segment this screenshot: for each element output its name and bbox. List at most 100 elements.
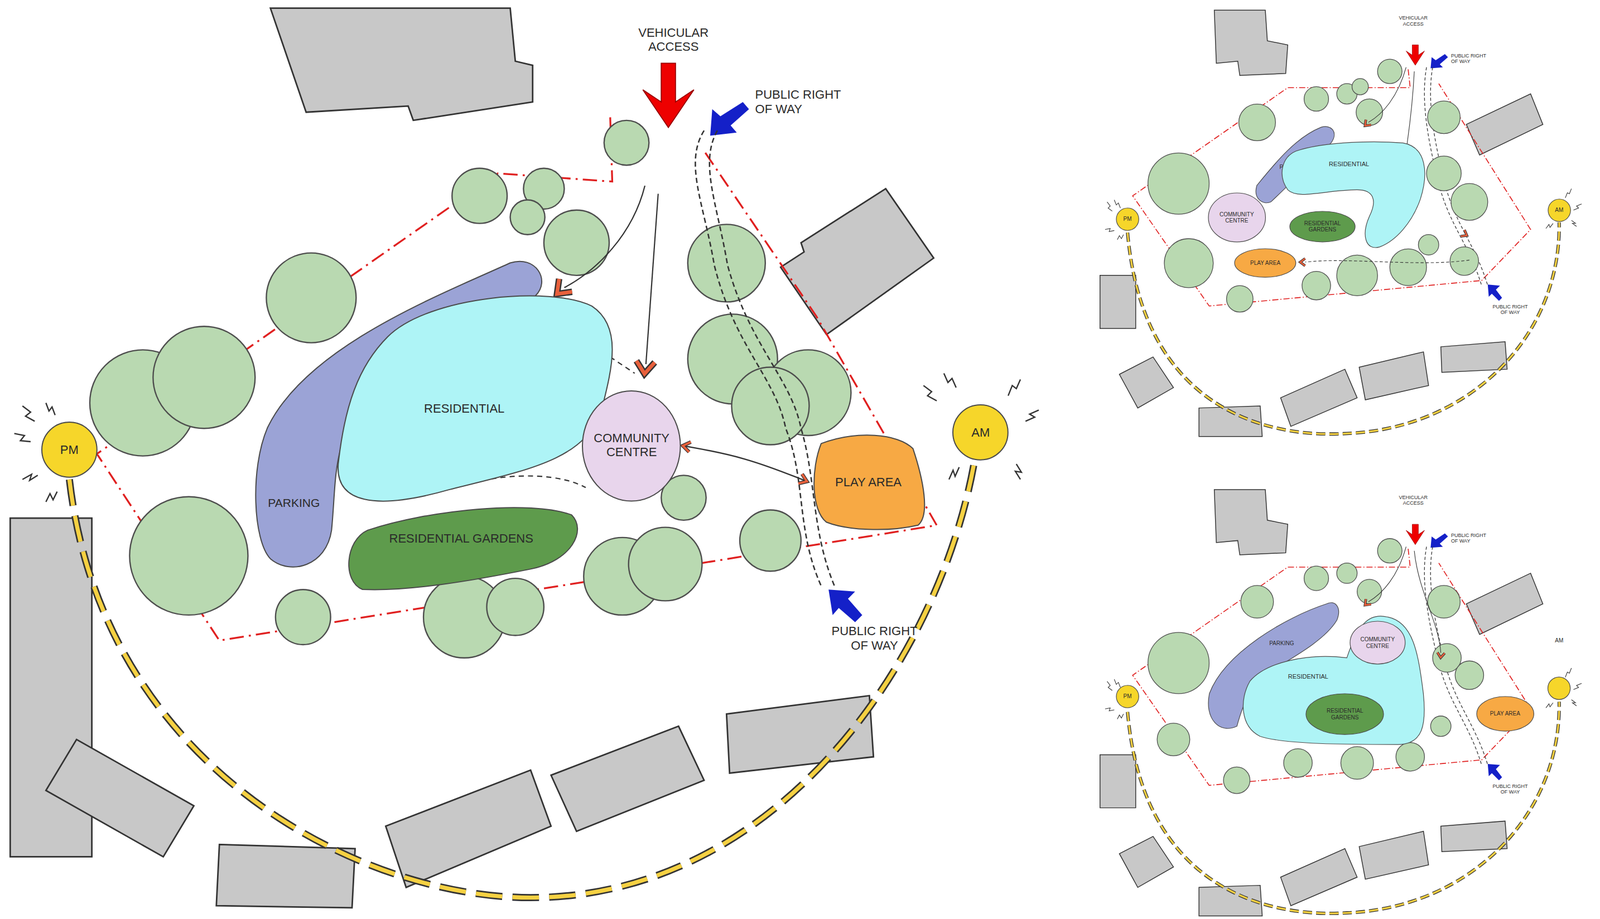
community-centre-area: COMMUNITY CENTRE xyxy=(582,391,681,502)
route-chevron xyxy=(1461,229,1469,239)
tree xyxy=(1223,767,1251,794)
area-label: RESIDENTIAL xyxy=(1328,160,1370,168)
right-of-way-arrow xyxy=(710,102,750,136)
area-shape xyxy=(1305,694,1384,735)
area-label: PLAY AREA xyxy=(1490,711,1521,718)
area-label: RESIDENTIAL GARDENS xyxy=(1303,220,1342,233)
access-label: PUBLIC RIGHT OF WAY xyxy=(1451,532,1489,545)
tree xyxy=(1239,104,1276,142)
access-label: VEHICULAR ACCESS xyxy=(1397,15,1429,27)
sun-rays xyxy=(22,406,35,422)
tree xyxy=(1377,538,1402,564)
area-shape xyxy=(1243,616,1425,745)
area-shape xyxy=(1282,141,1425,248)
area-shape xyxy=(1476,696,1534,732)
tree xyxy=(543,210,610,276)
tree xyxy=(1454,661,1484,690)
route-chevron xyxy=(1300,258,1306,266)
right-of-way-arrow xyxy=(710,102,863,623)
tree xyxy=(1157,723,1190,757)
tree xyxy=(628,527,703,602)
sun-marker: AM xyxy=(1548,199,1571,222)
area-shape xyxy=(1116,208,1139,231)
tree xyxy=(1240,585,1274,619)
area-label: COMMUNITY CENTRE xyxy=(1218,210,1255,224)
gardens-area: RESIDENTIAL GARDENS xyxy=(1305,694,1384,735)
area-label: RESIDENTIAL xyxy=(1288,673,1329,681)
tree xyxy=(152,326,255,429)
access-route xyxy=(1368,67,1407,123)
building xyxy=(780,188,934,335)
area-shape xyxy=(1548,677,1571,700)
access-route xyxy=(1304,259,1469,263)
building xyxy=(216,844,356,908)
tree xyxy=(1426,156,1462,191)
right-of-way-path xyxy=(709,130,835,587)
route-chevron xyxy=(1362,599,1372,609)
sun-rays xyxy=(22,474,38,481)
area-label: AM xyxy=(1554,637,1564,644)
sun-path-arc xyxy=(69,461,975,899)
area-label: PARKING xyxy=(1269,641,1294,648)
right-of-way-path xyxy=(695,130,835,587)
tree xyxy=(266,253,356,344)
area-shape xyxy=(338,295,612,501)
sun-rays xyxy=(45,492,57,503)
access-label: PUBLIC RIGHT OF WAY xyxy=(755,87,849,117)
tree xyxy=(1148,632,1210,695)
sun-rays xyxy=(14,433,31,442)
play-area: PLAY AREA xyxy=(808,428,932,535)
access-label: PUBLIC RIGHT OF WAY xyxy=(1491,783,1530,796)
tree xyxy=(1427,585,1461,619)
gardens-area: RESIDENTIAL GARDENS xyxy=(343,499,580,594)
area-shape xyxy=(1234,248,1296,278)
sun-rays xyxy=(1025,410,1039,422)
area-label: RESIDENTIAL xyxy=(423,402,505,417)
tree xyxy=(1148,59,1488,794)
site-boundary xyxy=(97,117,937,641)
sun-rays xyxy=(1008,379,1021,396)
area-label: PARKING xyxy=(267,496,320,510)
sun-marker: PM xyxy=(1116,685,1139,708)
sun-path-arc xyxy=(69,461,975,899)
area-label: RESIDENTIAL GARDENS xyxy=(389,531,534,546)
access-route xyxy=(1414,551,1442,654)
tree xyxy=(1449,247,1479,276)
access-label: VEHICULAR ACCESS xyxy=(635,25,712,55)
context-plan xyxy=(1100,10,1582,437)
sun-rays xyxy=(45,402,55,416)
area-label: AM xyxy=(1554,206,1564,214)
tree xyxy=(129,497,248,616)
area-shape xyxy=(1289,211,1356,243)
sun-marker: AM xyxy=(952,405,1009,461)
route-chevron xyxy=(1437,652,1445,659)
area-shape xyxy=(41,422,98,478)
link-arrow xyxy=(682,445,807,482)
tree xyxy=(1226,285,1254,313)
access-label: PUBLIC RIGHT OF WAY xyxy=(827,624,922,653)
tree xyxy=(1430,716,1452,737)
sun-rays xyxy=(943,373,957,388)
tree xyxy=(1283,749,1313,778)
area-label: PLAY AREA xyxy=(835,475,902,490)
tree xyxy=(510,199,546,235)
area-label: PM xyxy=(1123,694,1132,701)
sun-marker: PM xyxy=(1116,208,1139,231)
play-area: PLAY AREA xyxy=(1234,248,1296,278)
play-area: PLAY AREA xyxy=(1476,696,1534,732)
area-shape xyxy=(814,435,925,530)
residential-area: RESIDENTIAL xyxy=(334,287,616,515)
tree xyxy=(1340,747,1374,780)
access-route xyxy=(646,194,659,365)
tree xyxy=(1352,78,1369,95)
building xyxy=(551,726,705,832)
route-chevron xyxy=(1362,119,1372,129)
context-plan xyxy=(1100,489,1582,917)
area-shape xyxy=(1116,685,1139,708)
sun-rays xyxy=(923,385,937,401)
area-shape xyxy=(348,507,578,590)
community-centre-area: COMMUNITY CENTRE xyxy=(1350,621,1406,665)
